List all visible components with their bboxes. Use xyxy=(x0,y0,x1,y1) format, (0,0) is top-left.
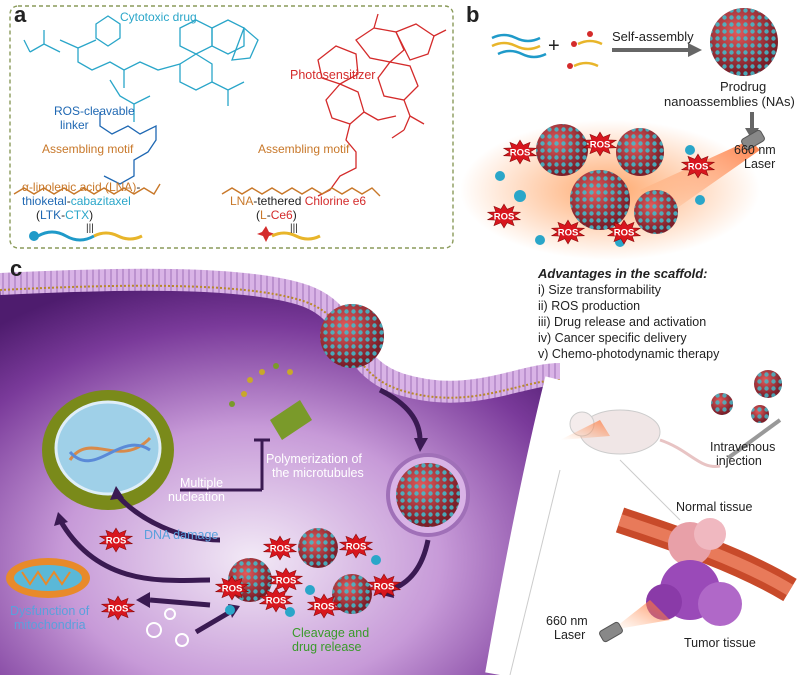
ros-label: ROS xyxy=(346,542,367,553)
ros-burst-icon: ROS xyxy=(98,527,134,553)
syringe-icon xyxy=(726,418,782,460)
lna-name-line1: α-linolenic acid (LNA)- xyxy=(22,180,141,194)
ros-burst-icon: ROS xyxy=(100,595,136,621)
polymerization-label-1: Polymerization of xyxy=(266,452,362,466)
dna-damage-label: DNA damage xyxy=(144,528,219,542)
dysfunction-label-1: Dysfunction of xyxy=(10,604,90,618)
ros-label: ROS xyxy=(374,582,395,593)
equiv-symbol-2: ||| xyxy=(290,223,298,234)
panel-b-molecules xyxy=(491,31,603,69)
assembling-motif-label-1: Assembling motif xyxy=(42,142,134,156)
prodrug-label: Prodrug xyxy=(720,79,767,94)
microtubule xyxy=(229,363,312,440)
cytotoxic-drug-label: Cytotoxic drug xyxy=(120,10,197,24)
advantage-item: v) Chemo-photodynamic therapy xyxy=(538,347,720,361)
laser-device-c xyxy=(599,621,623,643)
ros-burst-icon: ROS xyxy=(550,219,586,245)
tumor-tissue-label: Tumor tissue xyxy=(684,636,756,650)
ros-burst-icon: ROS xyxy=(486,203,522,229)
nanoassemblies-label: nanoassemblies (NAs) xyxy=(664,94,795,109)
ros-label: ROS xyxy=(222,584,243,595)
ros-label: ROS xyxy=(494,212,515,223)
ros-burst-icon: ROS xyxy=(214,575,250,601)
linker-structure xyxy=(99,112,157,185)
panel-label-c: c xyxy=(10,256,23,281)
normal-tissue-label: Normal tissue xyxy=(676,500,753,514)
ros-burst-icon: ROS xyxy=(680,153,716,179)
photosensitizer-label: Photosensitizer xyxy=(290,68,376,82)
plus-sign: + xyxy=(548,35,560,57)
ros-label: ROS xyxy=(688,162,709,173)
advantage-item: i) Size transformability xyxy=(538,283,661,297)
lna-chain-1 xyxy=(13,183,161,195)
assembling-motif-label-2: Assembling motif xyxy=(258,142,350,156)
lce6-abbrev: (L-Ce6) xyxy=(256,208,297,222)
multiple-label: Multiple xyxy=(180,476,224,490)
ros-burst-icon: ROS xyxy=(366,573,402,599)
panel-a-frame xyxy=(9,5,454,249)
ros-label: ROS xyxy=(614,228,635,239)
laser-nm-label-b: 660 nm xyxy=(734,143,776,157)
ros-cleavable-label: ROS-cleavable xyxy=(54,104,135,118)
advantages-title: Advantages in the scaffold: xyxy=(538,266,708,281)
ros-label: ROS xyxy=(314,602,335,613)
equiv-symbol-1: ||| xyxy=(86,223,94,234)
ros-burst-icon: ROS xyxy=(262,535,298,561)
ros-burst-icon: ROS xyxy=(258,587,294,613)
advantage-item: iii) Drug release and activation xyxy=(538,315,707,329)
laser-device-b xyxy=(741,129,765,151)
nucleation-label: nucleation xyxy=(168,490,225,504)
ltk-ctx-abbrev: (LTK-CTX) xyxy=(36,208,94,222)
ros-label: ROS xyxy=(590,140,611,151)
ros-burst-icon: ROS xyxy=(502,139,538,165)
lna-name-line2: thioketal-cabazitaxel xyxy=(22,194,131,208)
laser-label-b: Laser xyxy=(744,157,776,171)
ros-label: ROS xyxy=(510,148,531,159)
ros-burst-icon: ROS xyxy=(582,131,618,157)
dysfunction-label-2: mitochondria xyxy=(14,618,86,632)
ros-burst-icon: ROS xyxy=(606,219,642,245)
ros-burst-icon: ROS xyxy=(338,533,374,559)
panel-label-b: b xyxy=(466,2,480,27)
panel-label-a: a xyxy=(14,2,27,27)
lce6-name-line1: LNA-tethered Chlorine e6 xyxy=(230,194,367,208)
ros-burst-icon: ROS xyxy=(306,593,342,619)
ros-label: ROS xyxy=(270,544,291,555)
laser-label-c: Laser xyxy=(554,628,586,642)
cleavage-label-2: drug release xyxy=(292,640,362,654)
laser-nm-label-c: 660 nm xyxy=(546,614,588,628)
ros-label: ROS xyxy=(276,576,297,587)
injection-label: injection xyxy=(716,454,762,468)
advantage-item: iv) Cancer specific delivery xyxy=(538,331,687,345)
ros-label: ROS xyxy=(106,536,127,547)
ros-burst-icon: ROS xyxy=(268,567,304,593)
ros-label: ROS xyxy=(108,604,129,615)
cleavage-nps xyxy=(225,528,381,617)
ltk-ctx-structure xyxy=(23,15,259,122)
lce6-star-icon xyxy=(257,226,275,242)
ce6-structure xyxy=(317,13,447,197)
ros-stars: ROS ROS ROS ROS ROS ROS ROS ROS ROS ROS ROS ROS ROS R… xyxy=(98,131,716,621)
self-assembly-label: Self-assembly xyxy=(612,29,694,44)
intravenous-label: Intravenous xyxy=(710,440,776,454)
advantage-item: ii) ROS production xyxy=(538,299,641,313)
ltk-head-icon xyxy=(29,231,39,241)
linker-label: linker xyxy=(60,118,89,132)
cleavage-label-1: Cleavage and xyxy=(292,626,370,640)
ros-label: ROS xyxy=(266,596,287,607)
lna-chain-2 xyxy=(221,187,381,197)
ros-label: ROS xyxy=(558,228,579,239)
polymerization-label-2: the microtubules xyxy=(272,466,364,480)
